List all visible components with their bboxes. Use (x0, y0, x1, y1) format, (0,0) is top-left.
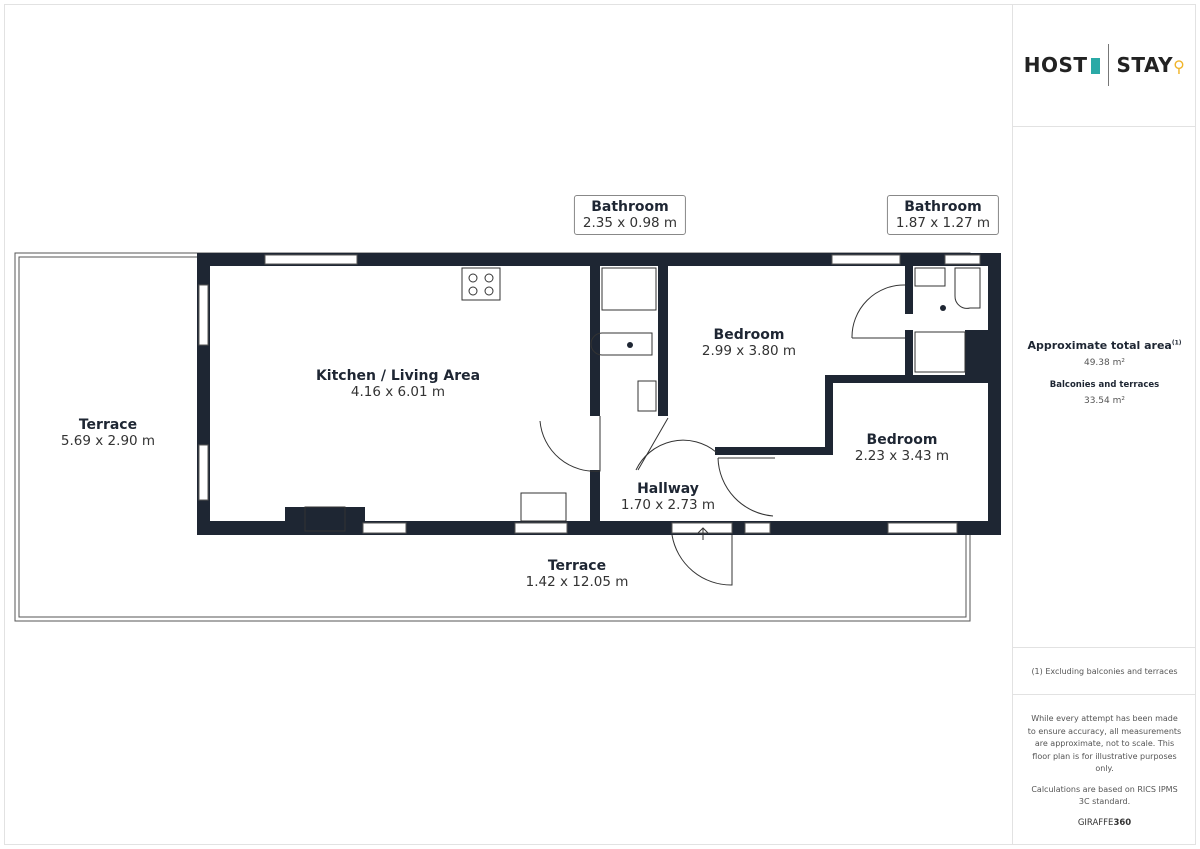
room-name: Bedroom (713, 327, 785, 343)
disclaimer-section: While every attempt has been made to ens… (1013, 695, 1196, 845)
room-bathroom-2: Bathroom 1.87 x 1.27 m (886, 195, 1000, 235)
room-name: Bedroom (866, 432, 938, 448)
room-dims: 1.42 x 12.05 m (525, 574, 629, 590)
footnote: (1) Excluding balconies and terraces (1013, 648, 1196, 695)
room-dims: 1.70 x 2.73 m (620, 497, 716, 513)
brand-stay: STAY⚲ (1116, 53, 1186, 77)
brand-host: HOST (1024, 53, 1100, 77)
room-kitchen-living: Kitchen / Living Area 4.16 x 6.01 m (316, 368, 480, 400)
room-terrace-front: Terrace 1.42 x 12.05 m (526, 558, 629, 590)
room-dims: 5.69 x 2.90 m (60, 433, 156, 449)
windows (198, 254, 981, 534)
page-frame (4, 4, 1196, 845)
room-hallway: Hallway 1.70 x 2.73 m (621, 481, 715, 513)
room-name: Terrace (78, 417, 138, 433)
room-bedroom-2: Bedroom 2.23 x 3.43 m (855, 432, 949, 464)
room-dims: 4.16 x 6.01 m (350, 384, 446, 400)
room-bathroom-1: Bathroom 2.35 x 0.98 m (573, 195, 687, 235)
room-dims: 2.23 x 3.43 m (854, 448, 950, 464)
info-panel: HOST STAY⚲ Approximate total area(1) 49.… (1012, 4, 1196, 845)
room-name: Bathroom (904, 199, 982, 215)
balcony-value: 33.54 m² (1083, 396, 1125, 406)
room-dims: 1.87 x 1.27 m (895, 215, 991, 231)
fixtures (304, 267, 981, 586)
room-name: Terrace (547, 558, 607, 574)
total-area-label: Approximate total area(1) (1027, 339, 1182, 352)
floor-plan (14, 252, 1001, 622)
calc-note: Calculations are based on RICS IPMS 3C s… (1031, 784, 1178, 807)
giraffe360-credit: GIRAFFE360 (1077, 817, 1132, 828)
brand-logo: HOST STAY⚲ (1013, 4, 1196, 127)
door-icon (1090, 58, 1100, 74)
total-area-value: 49.38 m² (1083, 358, 1125, 368)
room-name: Hallway (637, 481, 699, 497)
room-dims: 2.99 x 3.80 m (701, 343, 797, 359)
room-dims: 2.35 x 0.98 m (582, 215, 678, 231)
room-name: Bathroom (591, 199, 669, 215)
area-summary: Approximate total area(1) 49.38 m² Balco… (1013, 127, 1196, 648)
balcony-label: Balconies and terraces (1049, 380, 1160, 390)
location-pin-icon: ⚲ (1173, 57, 1186, 76)
disclaimer: While every attempt has been made to ens… (1027, 714, 1182, 773)
room-bedroom-1: Bedroom 2.99 x 3.80 m (702, 327, 796, 359)
room-terrace-left: Terrace 5.69 x 2.90 m (61, 417, 155, 449)
room-name: Kitchen / Living Area (315, 368, 481, 384)
